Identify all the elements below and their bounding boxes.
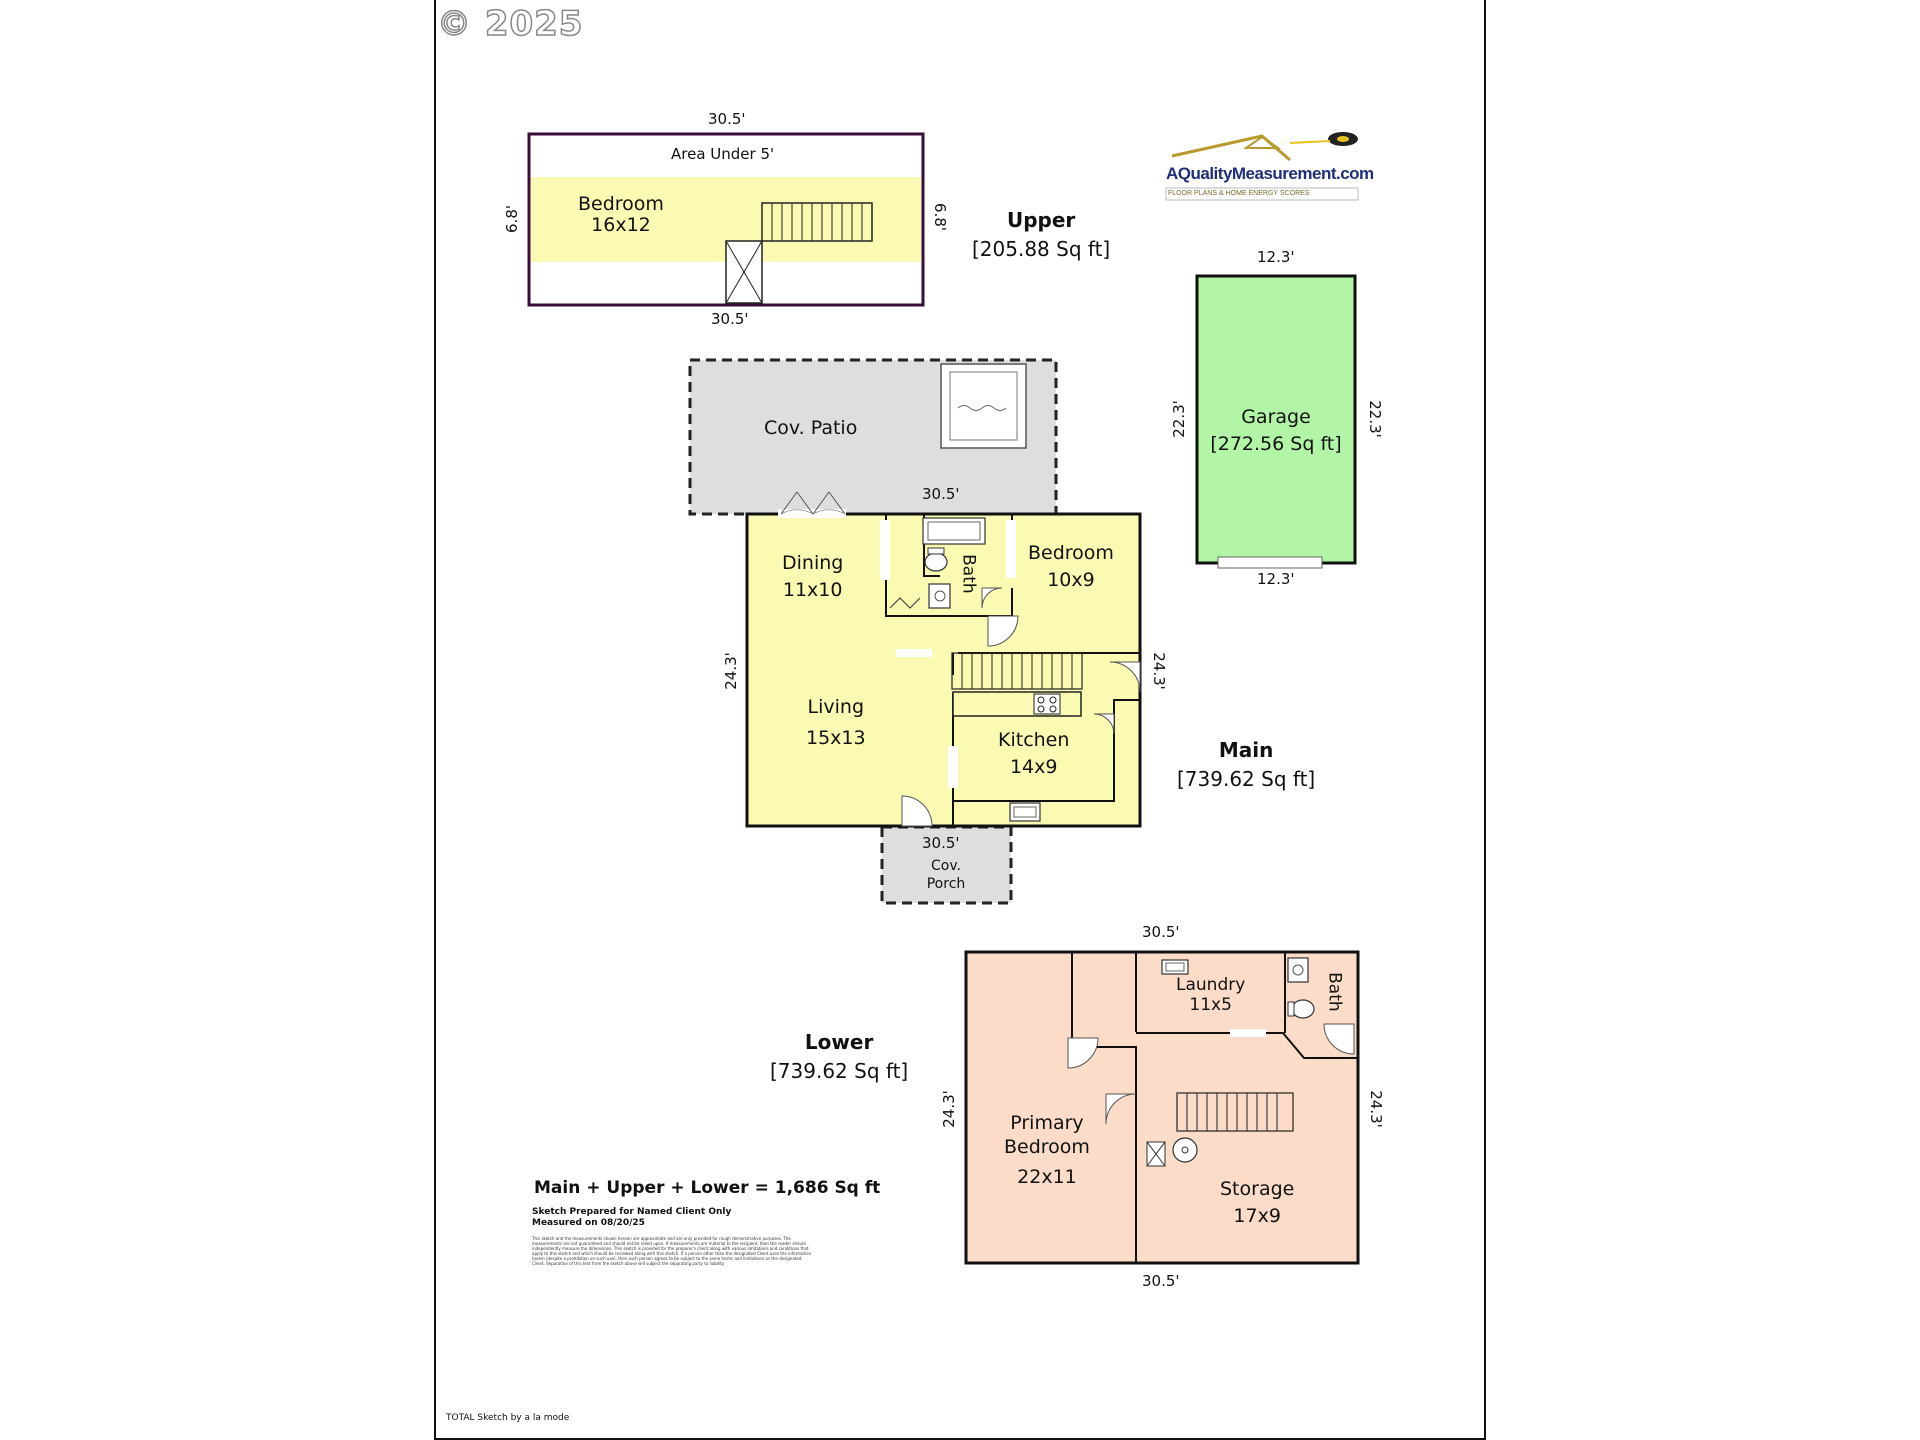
main-stairs (951, 652, 1083, 690)
toilet (924, 552, 948, 572)
lower-toilet (1291, 999, 1315, 1019)
main-floor-label: Main [739.62 Sq ft] (1177, 736, 1315, 794)
floor-area: [739.62 Sq ft] (1177, 767, 1316, 791)
room-area: [272.56 Sq ft] (1210, 432, 1342, 455)
software-credit: TOTAL Sketch by a la mode (446, 1413, 570, 1423)
copyright-watermark: © 2025 (436, 3, 584, 45)
room-size: 17x9 (1233, 1204, 1281, 1227)
floor-title: Upper (1006, 208, 1076, 232)
lower-stairs (1176, 1092, 1294, 1132)
room-name: Living (807, 696, 865, 718)
storage-label: Storage 17x9 (1220, 1176, 1294, 1229)
covered-porch (880, 825, 1013, 905)
lower-floor-label: Lower [739.62 Sq ft] (770, 1028, 908, 1086)
room-size: 10x9 (1047, 568, 1095, 591)
floor-area: [205.88 Sq ft] (972, 237, 1111, 261)
kitchen-label: Kitchen 14x9 (998, 727, 1069, 780)
garage-dim-top: 12.3' (1257, 248, 1295, 266)
upper-dim-bottom: 30.5' (711, 310, 749, 328)
sketch-note: Sketch Prepared for Named Client Only Me… (532, 1207, 732, 1229)
main-dim-bottom: 30.5' (922, 834, 960, 852)
room-name: Storage (1220, 1178, 1295, 1200)
room-size: 14x9 (1009, 755, 1058, 778)
upper-floor-label: Upper [205.88 Sq ft] (972, 206, 1110, 264)
upper-stairs (761, 202, 873, 242)
upper-dim-top: 30.5' (708, 110, 746, 128)
room-size: 11x5 (1189, 994, 1232, 1015)
room-name: Kitchen (998, 729, 1070, 751)
garage-label: Garage [272.56 Sq ft] (1202, 404, 1350, 457)
lower-dim-top: 30.5' (1142, 923, 1180, 941)
total-area: Main + Upper + Lower = 1,686 Sq ft (534, 1178, 881, 1198)
floor-title: Main (1218, 738, 1274, 762)
room-name: Bedroom (1028, 542, 1114, 564)
laundry-label: Laundry 11x5 (1176, 975, 1246, 1015)
range (1033, 693, 1061, 715)
main-dim-top: 30.5' (922, 485, 960, 503)
floor-title: Lower (804, 1030, 874, 1054)
lower-floor-plan (964, 950, 1360, 1265)
garage-dim-right: 22.3' (1365, 400, 1384, 438)
garage-dim-bottom: 12.3' (1257, 570, 1295, 588)
kitchen-counter (952, 691, 1082, 717)
room-name: Primary (1010, 1112, 1084, 1134)
lower-bath-label: Bath (1324, 972, 1345, 1012)
upper-dim-right: 6.8' (930, 203, 949, 231)
disclaimer-text: This sketch and the measurements shown h… (532, 1236, 812, 1266)
room-size: 15x13 (806, 727, 866, 750)
room-name: Dining (782, 552, 844, 574)
logo-brand: AQualityMeasurement.com (1166, 164, 1374, 183)
room-name-2: Bedroom (1004, 1135, 1090, 1158)
garage-dim-left: 22.3' (1169, 400, 1188, 438)
living-label: Living 15x13 (806, 692, 866, 755)
logo-tagline: FLOOR PLANS & HOME ENERGY SCORES (1168, 190, 1310, 197)
main-bedroom-label: Bedroom 10x9 (1028, 540, 1114, 593)
main-bath-label: Bath (958, 554, 979, 594)
lower-dim-bottom: 30.5' (1142, 1272, 1180, 1290)
porch-label: Cov. Porch (926, 858, 966, 892)
garage-plan (1195, 274, 1357, 569)
room-name: Laundry (1176, 975, 1246, 995)
primary-bedroom-label: Primary Bedroom 22x11 (1004, 1112, 1090, 1189)
main-dim-left: 24.3' (721, 652, 740, 690)
room-size: 11x10 (782, 578, 843, 601)
water-heater (1172, 1137, 1198, 1163)
main-dim-right: 24.3' (1149, 652, 1168, 690)
lower-dim-left: 24.3' (939, 1090, 958, 1128)
room-name: Garage (1241, 406, 1311, 428)
room-size: 16x12 (591, 213, 651, 236)
upper-floor-plan (527, 132, 925, 307)
lower-dim-right: 24.3' (1366, 1090, 1385, 1128)
room-size: 22x11 (1017, 1165, 1077, 1188)
main-floor-plan (688, 358, 1142, 905)
upper-area-under-label: Area Under 5' (671, 145, 775, 163)
sink (928, 583, 951, 609)
dining-label: Dining 11x10 (782, 550, 843, 603)
floor-area: [739.62 Sq ft] (770, 1059, 909, 1083)
upper-bedroom-label: Bedroom 16x12 (578, 191, 664, 238)
upper-dim-left: 6.8' (502, 205, 521, 233)
garage-door (1217, 556, 1323, 569)
patio-label: Cov. Patio (764, 417, 858, 439)
lower-sink (1287, 957, 1309, 983)
room-name: Bedroom (578, 193, 664, 215)
